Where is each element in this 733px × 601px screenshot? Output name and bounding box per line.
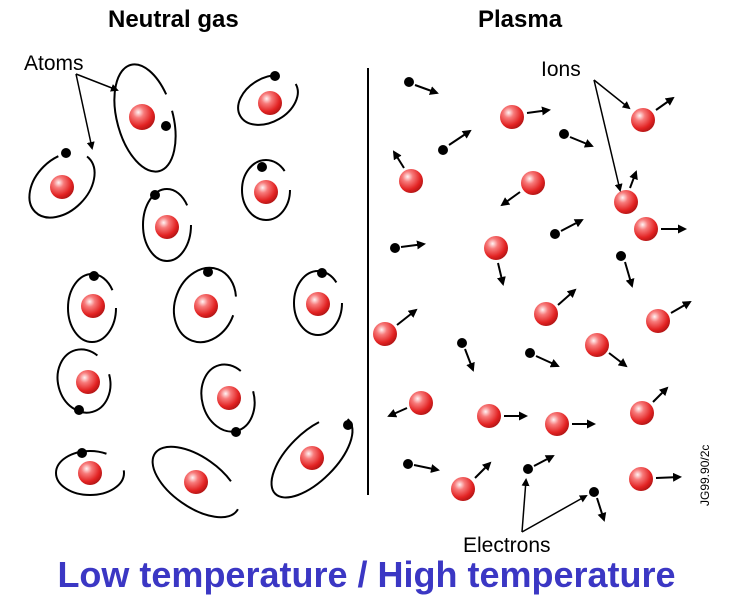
atoms-label: Atoms xyxy=(24,52,84,75)
electron xyxy=(438,129,472,155)
ion xyxy=(500,105,551,129)
ions-pointer xyxy=(593,79,631,192)
ion xyxy=(585,333,628,368)
ion xyxy=(631,96,675,132)
ion xyxy=(630,386,669,425)
atom xyxy=(142,188,192,262)
electron xyxy=(616,251,635,288)
electrons-label: Electrons xyxy=(463,534,551,557)
ions-label: Ions xyxy=(541,58,581,81)
ion xyxy=(634,217,687,241)
ion xyxy=(451,461,492,501)
electrons-pointer xyxy=(521,478,588,533)
ion xyxy=(545,412,596,436)
ion xyxy=(534,288,577,326)
ion xyxy=(484,236,508,286)
ion xyxy=(500,171,545,207)
electron xyxy=(390,240,426,253)
atom xyxy=(55,448,125,496)
electron xyxy=(523,455,555,474)
atom xyxy=(67,271,117,343)
temperature-caption: Low temperature / High temperature xyxy=(57,554,676,595)
atom xyxy=(293,268,343,336)
electron xyxy=(403,459,440,473)
atom xyxy=(237,71,299,126)
atom xyxy=(200,363,256,437)
atom xyxy=(56,348,112,415)
atom xyxy=(241,159,291,221)
atom xyxy=(151,445,241,519)
atom xyxy=(270,415,354,499)
plasma-heading: Plasma xyxy=(478,6,563,33)
figure-code: JG99.90/2c xyxy=(698,444,712,506)
electron xyxy=(589,487,607,522)
ion xyxy=(373,308,418,346)
ion xyxy=(392,150,423,193)
electron xyxy=(457,338,475,372)
electron xyxy=(550,219,584,239)
atom xyxy=(172,266,238,344)
electron xyxy=(525,348,560,368)
electron xyxy=(404,77,439,95)
neutral-gas-heading: Neutral gas xyxy=(108,6,239,33)
ion xyxy=(477,404,528,428)
atoms-pointer xyxy=(75,73,119,150)
electron xyxy=(559,129,594,148)
ion xyxy=(629,467,682,491)
ion xyxy=(614,170,638,214)
ion xyxy=(387,391,433,418)
atom xyxy=(28,148,96,219)
ion xyxy=(646,300,692,333)
atom xyxy=(113,63,177,173)
